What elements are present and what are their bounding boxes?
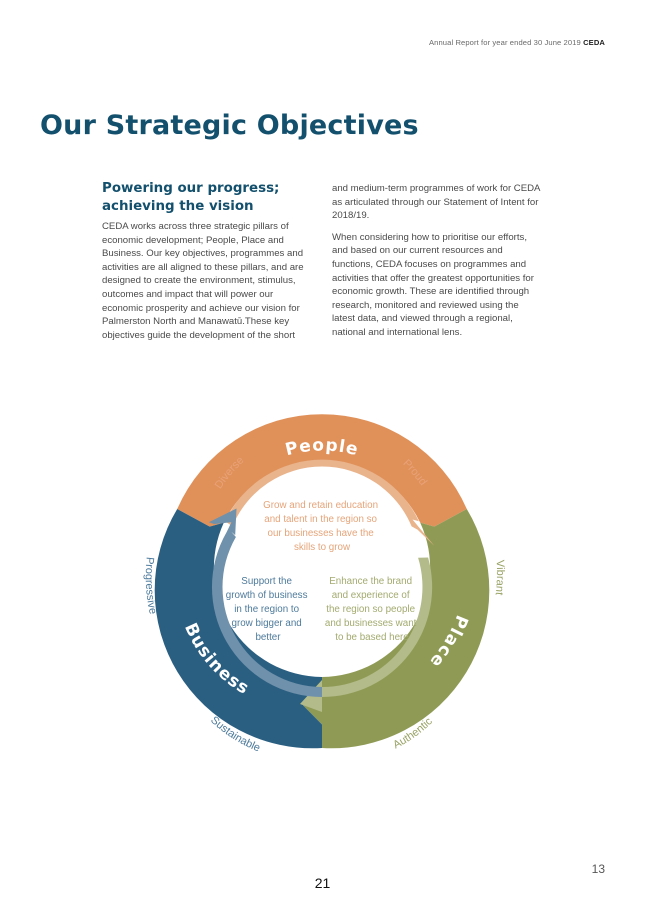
intro-heading: Powering our progress; achieving the vis… [102, 180, 314, 216]
intro-heading-line-2: achieving the vision [102, 199, 254, 214]
page-number-center: 21 [314, 875, 331, 891]
intro-right-paragraph-1: and medium-term programmes of work for C… [332, 183, 540, 222]
running-header-text: Annual Report for year ended 30 June 201… [428, 38, 581, 47]
value-progressive: Progressive [143, 556, 159, 615]
business-inner-arrow [208, 508, 322, 697]
business-objective: Support the growth of business in the re… [226, 576, 310, 643]
page-title: Our Strategic Objectives [40, 110, 419, 141]
page-number-right: 13 [591, 862, 605, 876]
intro-left-paragraph: CEDA works across three strategic pillar… [102, 221, 304, 341]
value-vibrant: Vibrant [493, 560, 506, 596]
people-objective: Grow and retain education and talent in … [263, 500, 381, 553]
intro-right-paragraph-2: When considering how to prioritise our e… [332, 231, 534, 338]
intro-left-column: Powering our progress; achieving the vis… [102, 180, 314, 350]
intro-heading-line-1: Powering our progress; [102, 181, 280, 196]
running-header-brand: CEDA [583, 38, 605, 47]
place-objective: Enhance the brand and experience of the … [325, 576, 419, 643]
intro-right-column: and medium-term programmes of work for C… [332, 182, 544, 348]
running-header: Annual Report for year ended 30 June 201… [429, 38, 605, 47]
people-inner-arrow [225, 459, 434, 546]
people-arc [177, 414, 467, 527]
